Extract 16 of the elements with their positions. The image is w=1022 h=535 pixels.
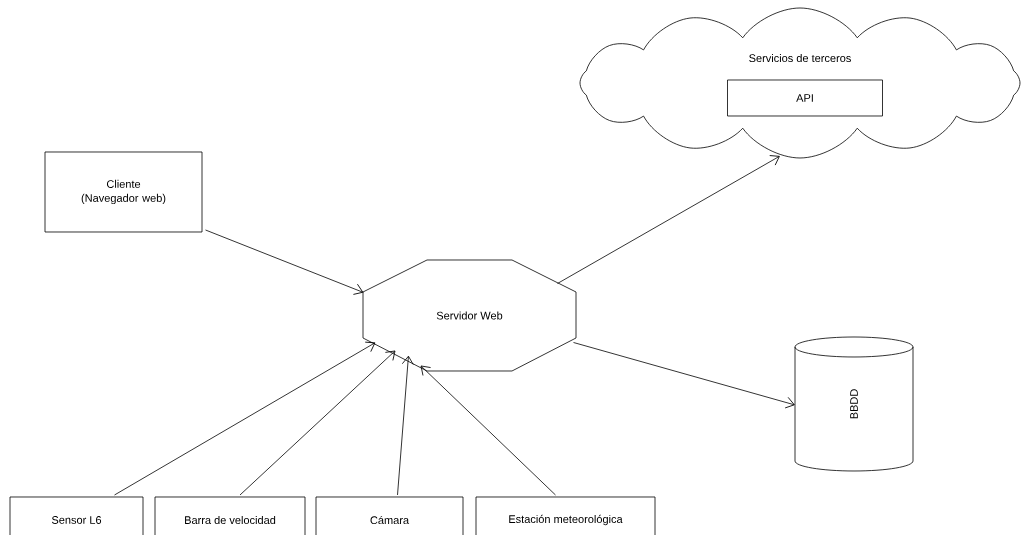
arrow xyxy=(420,365,556,496)
node-label: BBDD xyxy=(850,389,858,419)
arrow xyxy=(397,355,414,496)
device-box: Sensor L6 xyxy=(9,496,144,535)
service-box: API xyxy=(727,79,883,117)
arrow xyxy=(205,229,364,295)
arrow xyxy=(239,350,396,496)
arrow xyxy=(557,155,780,284)
database-cylinder: BBDD xyxy=(794,336,914,472)
arrow xyxy=(573,342,795,409)
device-box: Cámara xyxy=(315,496,464,535)
device-box: Barra de velocidad xyxy=(154,496,306,535)
device-box: Estación meteorológica xyxy=(475,496,656,535)
client-box: Cliente (Navegador web) xyxy=(44,151,203,233)
server-octagon: Servidor Web xyxy=(362,259,577,372)
arrow xyxy=(114,341,376,496)
